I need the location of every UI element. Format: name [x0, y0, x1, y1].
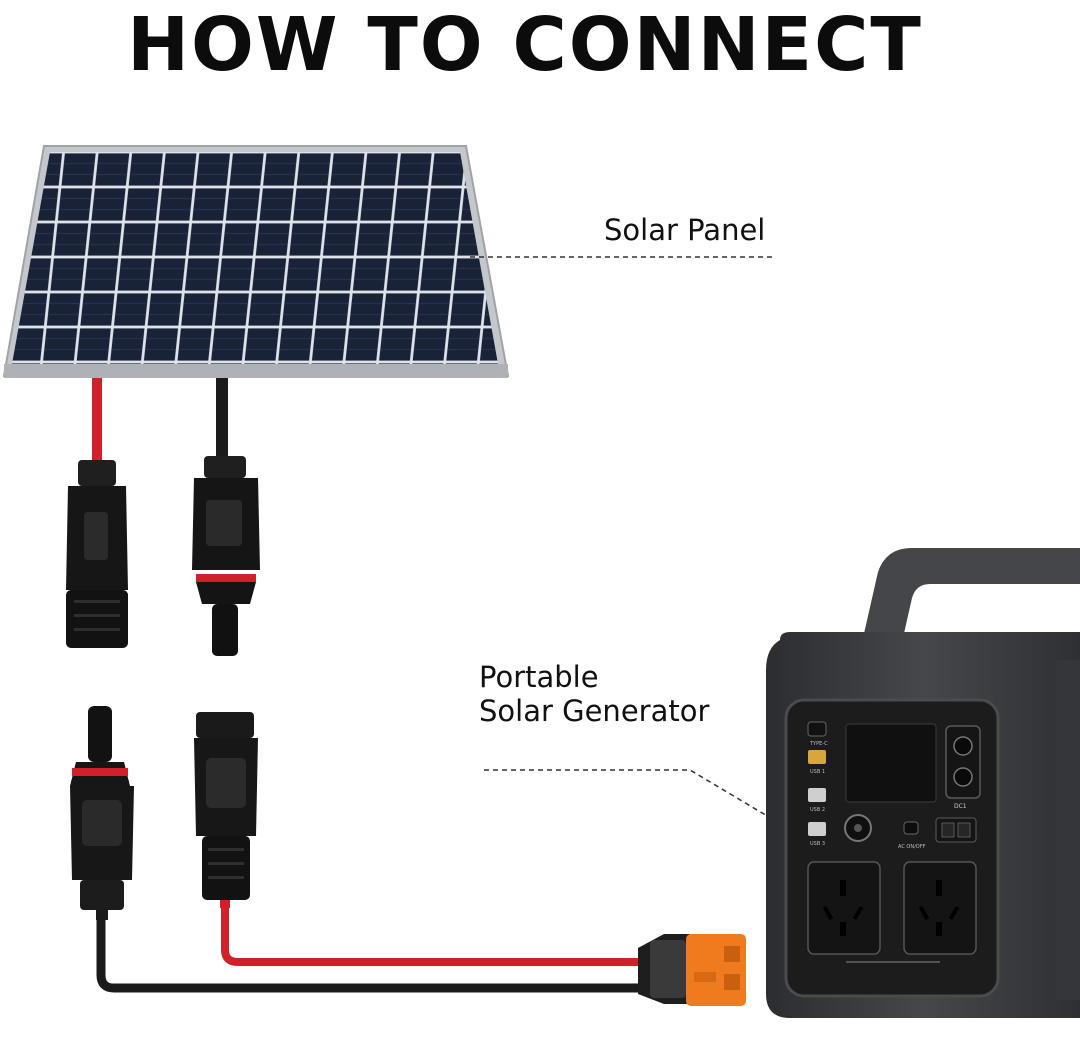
xt60-connector — [638, 934, 746, 1006]
usb1-port-label: USB 1 — [810, 769, 825, 775]
ac-switch-label: AC ON/OFF — [898, 844, 926, 850]
page-title: HOW TO CONNECT — [127, 2, 923, 88]
usb3-port-label: USB 3 — [810, 841, 825, 847]
mc4-connector-upper-right — [192, 456, 260, 656]
dc-port-label: DC1 — [954, 803, 967, 810]
portable-solar-generator: TYPE-C USB 1 USB 2 USB 3 DC1 AC ON/OFF — [766, 548, 1080, 1018]
usb2-port-label: USB 2 — [810, 807, 825, 813]
typec-port-label: TYPE-C — [809, 741, 828, 747]
lower-red-cable — [221, 906, 640, 966]
lower-black-cable — [96, 918, 640, 993]
generator-label: Portable Solar Generator — [479, 660, 709, 728]
mc4-connector-upper-left — [66, 460, 128, 648]
upper-red-cable — [92, 378, 102, 466]
mc4-connector-lower-left — [70, 706, 134, 920]
mc4-connector-lower-right — [194, 712, 258, 908]
generator-label-line2: Solar Generator — [479, 694, 710, 728]
upper-black-cable — [216, 378, 228, 458]
generator-label-line1: Portable — [479, 660, 599, 694]
generator-leader — [484, 769, 785, 827]
solar-panel — [2, 145, 510, 378]
solar-panel-label: Solar Panel — [604, 213, 766, 247]
